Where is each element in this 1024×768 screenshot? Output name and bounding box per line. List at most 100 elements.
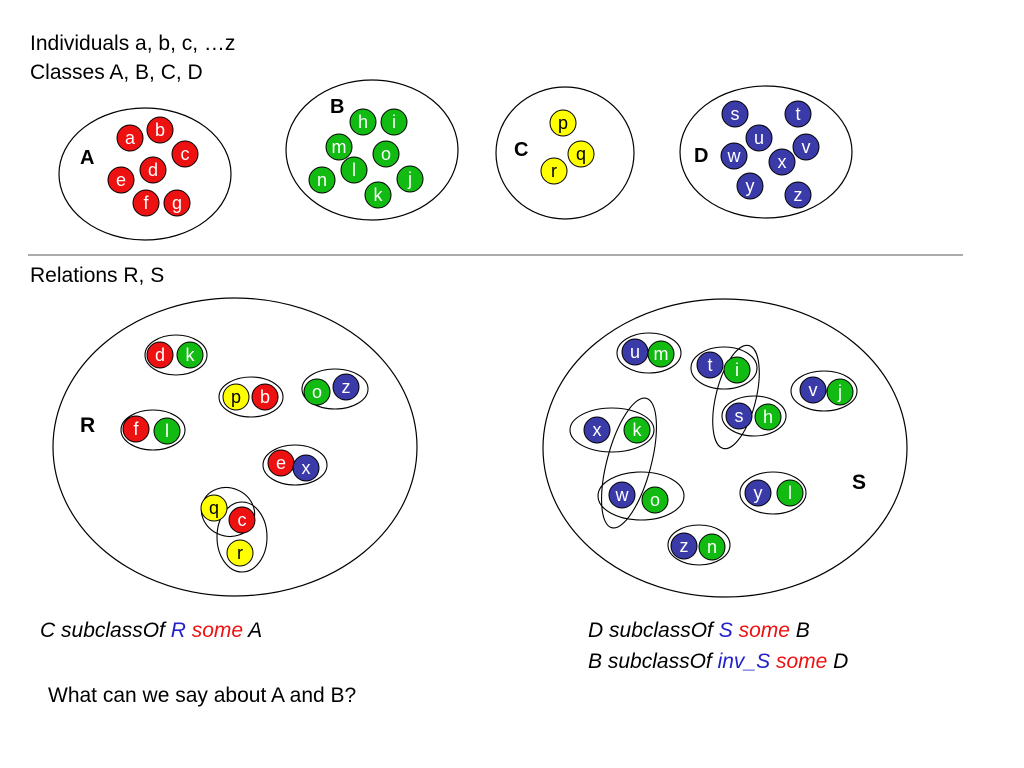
individual-circle	[720, 142, 748, 170]
individual-node-u: u	[621, 338, 649, 366]
axiom-keyword: subclassOf	[609, 619, 713, 642]
relation-pair-ellipse	[120, 409, 186, 451]
individual-letter: s	[731, 104, 740, 124]
individual-letter: o	[650, 490, 660, 510]
individual-node-y: y	[736, 172, 764, 200]
pair-ellipses	[120, 332, 858, 573]
class-c-ellipse	[495, 86, 635, 220]
individual-letter: t	[707, 355, 712, 375]
axiom-class: B	[588, 650, 603, 673]
individual-circle	[744, 479, 772, 507]
individual-circle	[745, 124, 773, 152]
individual-circle	[372, 140, 400, 168]
individual-letter: b	[155, 120, 165, 140]
individual-node-j: j	[826, 378, 854, 406]
individual-node-b: b	[251, 383, 279, 411]
individual-node-l: l	[776, 479, 804, 507]
axiom-d-subclass-s-some-b: D subclassOf S some B	[588, 617, 810, 645]
individual-node-x: x	[583, 416, 611, 444]
class-b-ellipse	[285, 79, 459, 221]
individual-node-u: u	[745, 124, 773, 152]
individual-node-p: p	[549, 109, 577, 137]
individual-circle	[826, 378, 854, 406]
individual-circle	[107, 166, 135, 194]
individual-circle	[325, 133, 353, 161]
individual-node-n: n	[308, 166, 336, 194]
individual-node-l: l	[340, 156, 368, 184]
axiom-quantifier: some	[775, 650, 828, 673]
individual-circle	[608, 481, 636, 509]
individual-node-s: s	[721, 100, 749, 128]
individual-node-h: h	[349, 108, 377, 136]
individual-node-s: s	[725, 402, 753, 430]
individual-circle	[623, 416, 651, 444]
individual-node-o: o	[372, 140, 400, 168]
individual-node-d: d	[146, 341, 174, 369]
individual-circle	[540, 157, 568, 185]
individual-letter: l	[788, 483, 792, 503]
individual-letter: h	[763, 407, 773, 427]
individual-node-k: k	[623, 416, 651, 444]
individual-letter: i	[392, 112, 396, 132]
individual-letter: h	[358, 112, 368, 132]
relation-pair-ellipse	[739, 471, 807, 515]
individual-node-b: b	[146, 116, 174, 144]
axiom-relation: S	[718, 619, 733, 642]
individual-circle	[380, 108, 408, 136]
individual-circle	[122, 415, 150, 443]
individual-letter: a	[125, 128, 136, 148]
individual-node-q: q	[200, 494, 228, 522]
individual-circle	[176, 341, 204, 369]
individual-letter: u	[754, 128, 764, 148]
individual-node-m: m	[647, 340, 675, 368]
individual-node-e: e	[267, 449, 295, 477]
relation-label-s: S	[852, 471, 866, 494]
individuals-caption: Individuals a, b, c, …z	[30, 32, 236, 55]
axiom-keyword: subclassOf	[61, 619, 165, 642]
individual-circle	[163, 189, 191, 217]
individual-circle	[292, 454, 320, 482]
individual-circle	[153, 417, 181, 445]
class-label-c: C	[514, 139, 528, 161]
class-d-ellipse	[679, 85, 853, 219]
individual-letter: r	[237, 543, 243, 563]
individual-node-x: x	[768, 148, 796, 176]
individual-node-j: j	[396, 165, 424, 193]
individual-node-h: h	[754, 403, 782, 431]
relation-pair-ellipse	[597, 471, 685, 521]
individual-circle	[723, 356, 751, 384]
individual-circle	[146, 341, 174, 369]
individual-node-d: d	[139, 156, 167, 184]
individual-circle	[146, 116, 174, 144]
class-label-a: A	[80, 147, 94, 169]
individual-node-c: c	[228, 506, 256, 534]
individual-letter: p	[231, 387, 241, 407]
individual-letter: z	[342, 377, 351, 397]
individual-circle	[139, 156, 167, 184]
individual-letter: w	[615, 485, 630, 505]
individual-node-o: o	[641, 486, 669, 514]
individual-node-e: e	[107, 166, 135, 194]
individual-letter: f	[143, 193, 149, 213]
class-a-ellipse	[58, 107, 232, 241]
individual-node-i: i	[723, 356, 751, 384]
individual-node-r: r	[226, 539, 254, 567]
individual-node-t: t	[696, 351, 724, 379]
individual-circle	[792, 133, 820, 161]
individual-circle	[721, 100, 749, 128]
individual-node-r: r	[540, 157, 568, 185]
axiom-class: D	[588, 619, 604, 642]
individual-circle	[641, 486, 669, 514]
individual-circle	[226, 539, 254, 567]
axiom-quantifier: some	[738, 619, 790, 642]
individual-letter: q	[209, 498, 219, 518]
individual-node-n: n	[698, 533, 726, 561]
individual-circle	[725, 402, 753, 430]
individual-letter: e	[276, 453, 286, 473]
individual-letter: p	[558, 113, 568, 133]
individual-circle	[583, 416, 611, 444]
relation-pair-ellipse	[616, 332, 682, 374]
individual-letter: j	[837, 382, 842, 402]
